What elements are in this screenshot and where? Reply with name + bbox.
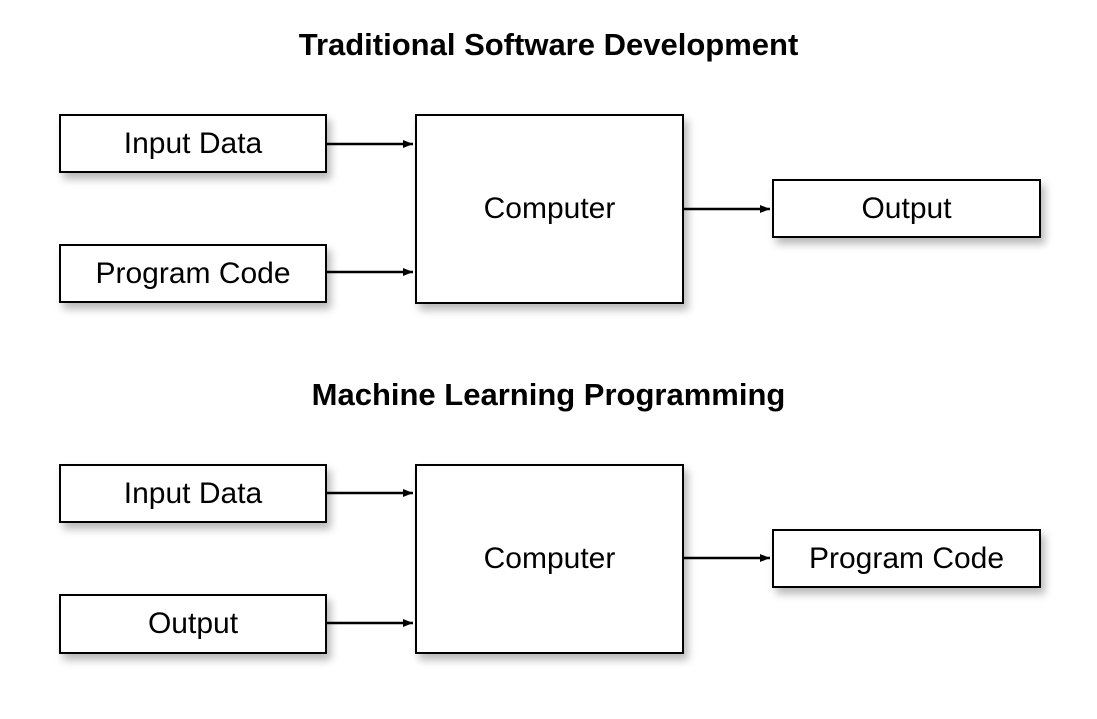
ml-input-data-label: Input Data: [123, 476, 263, 510]
ml-program-code-output-label: Program Code: [808, 541, 1005, 575]
traditional-computer-label: Computer: [483, 192, 616, 225]
traditional-computer-box: Computer: [415, 114, 684, 304]
traditional-program-code-box: Program Code: [59, 244, 327, 303]
ml-computer-box: Computer: [415, 464, 684, 654]
traditional-input-data-label: Input Data: [123, 126, 263, 160]
traditional-output-box: Output: [772, 179, 1041, 238]
traditional-input-data-box: Input Data: [59, 114, 327, 173]
traditional-diagram-title: Traditional Software Development: [298, 27, 799, 62]
ml-program-code-output-box: Program Code: [772, 529, 1041, 588]
ml-output-input-box: Output: [59, 594, 327, 654]
ml-computer-label: Computer: [483, 542, 616, 575]
ml-diagram-title: Machine Learning Programming: [311, 377, 786, 412]
ml-input-data-box: Input Data: [59, 464, 327, 523]
traditional-output-label: Output: [861, 191, 952, 225]
traditional-program-code-label: Program Code: [95, 256, 291, 290]
ml-output-input-label: Output: [147, 607, 239, 640]
